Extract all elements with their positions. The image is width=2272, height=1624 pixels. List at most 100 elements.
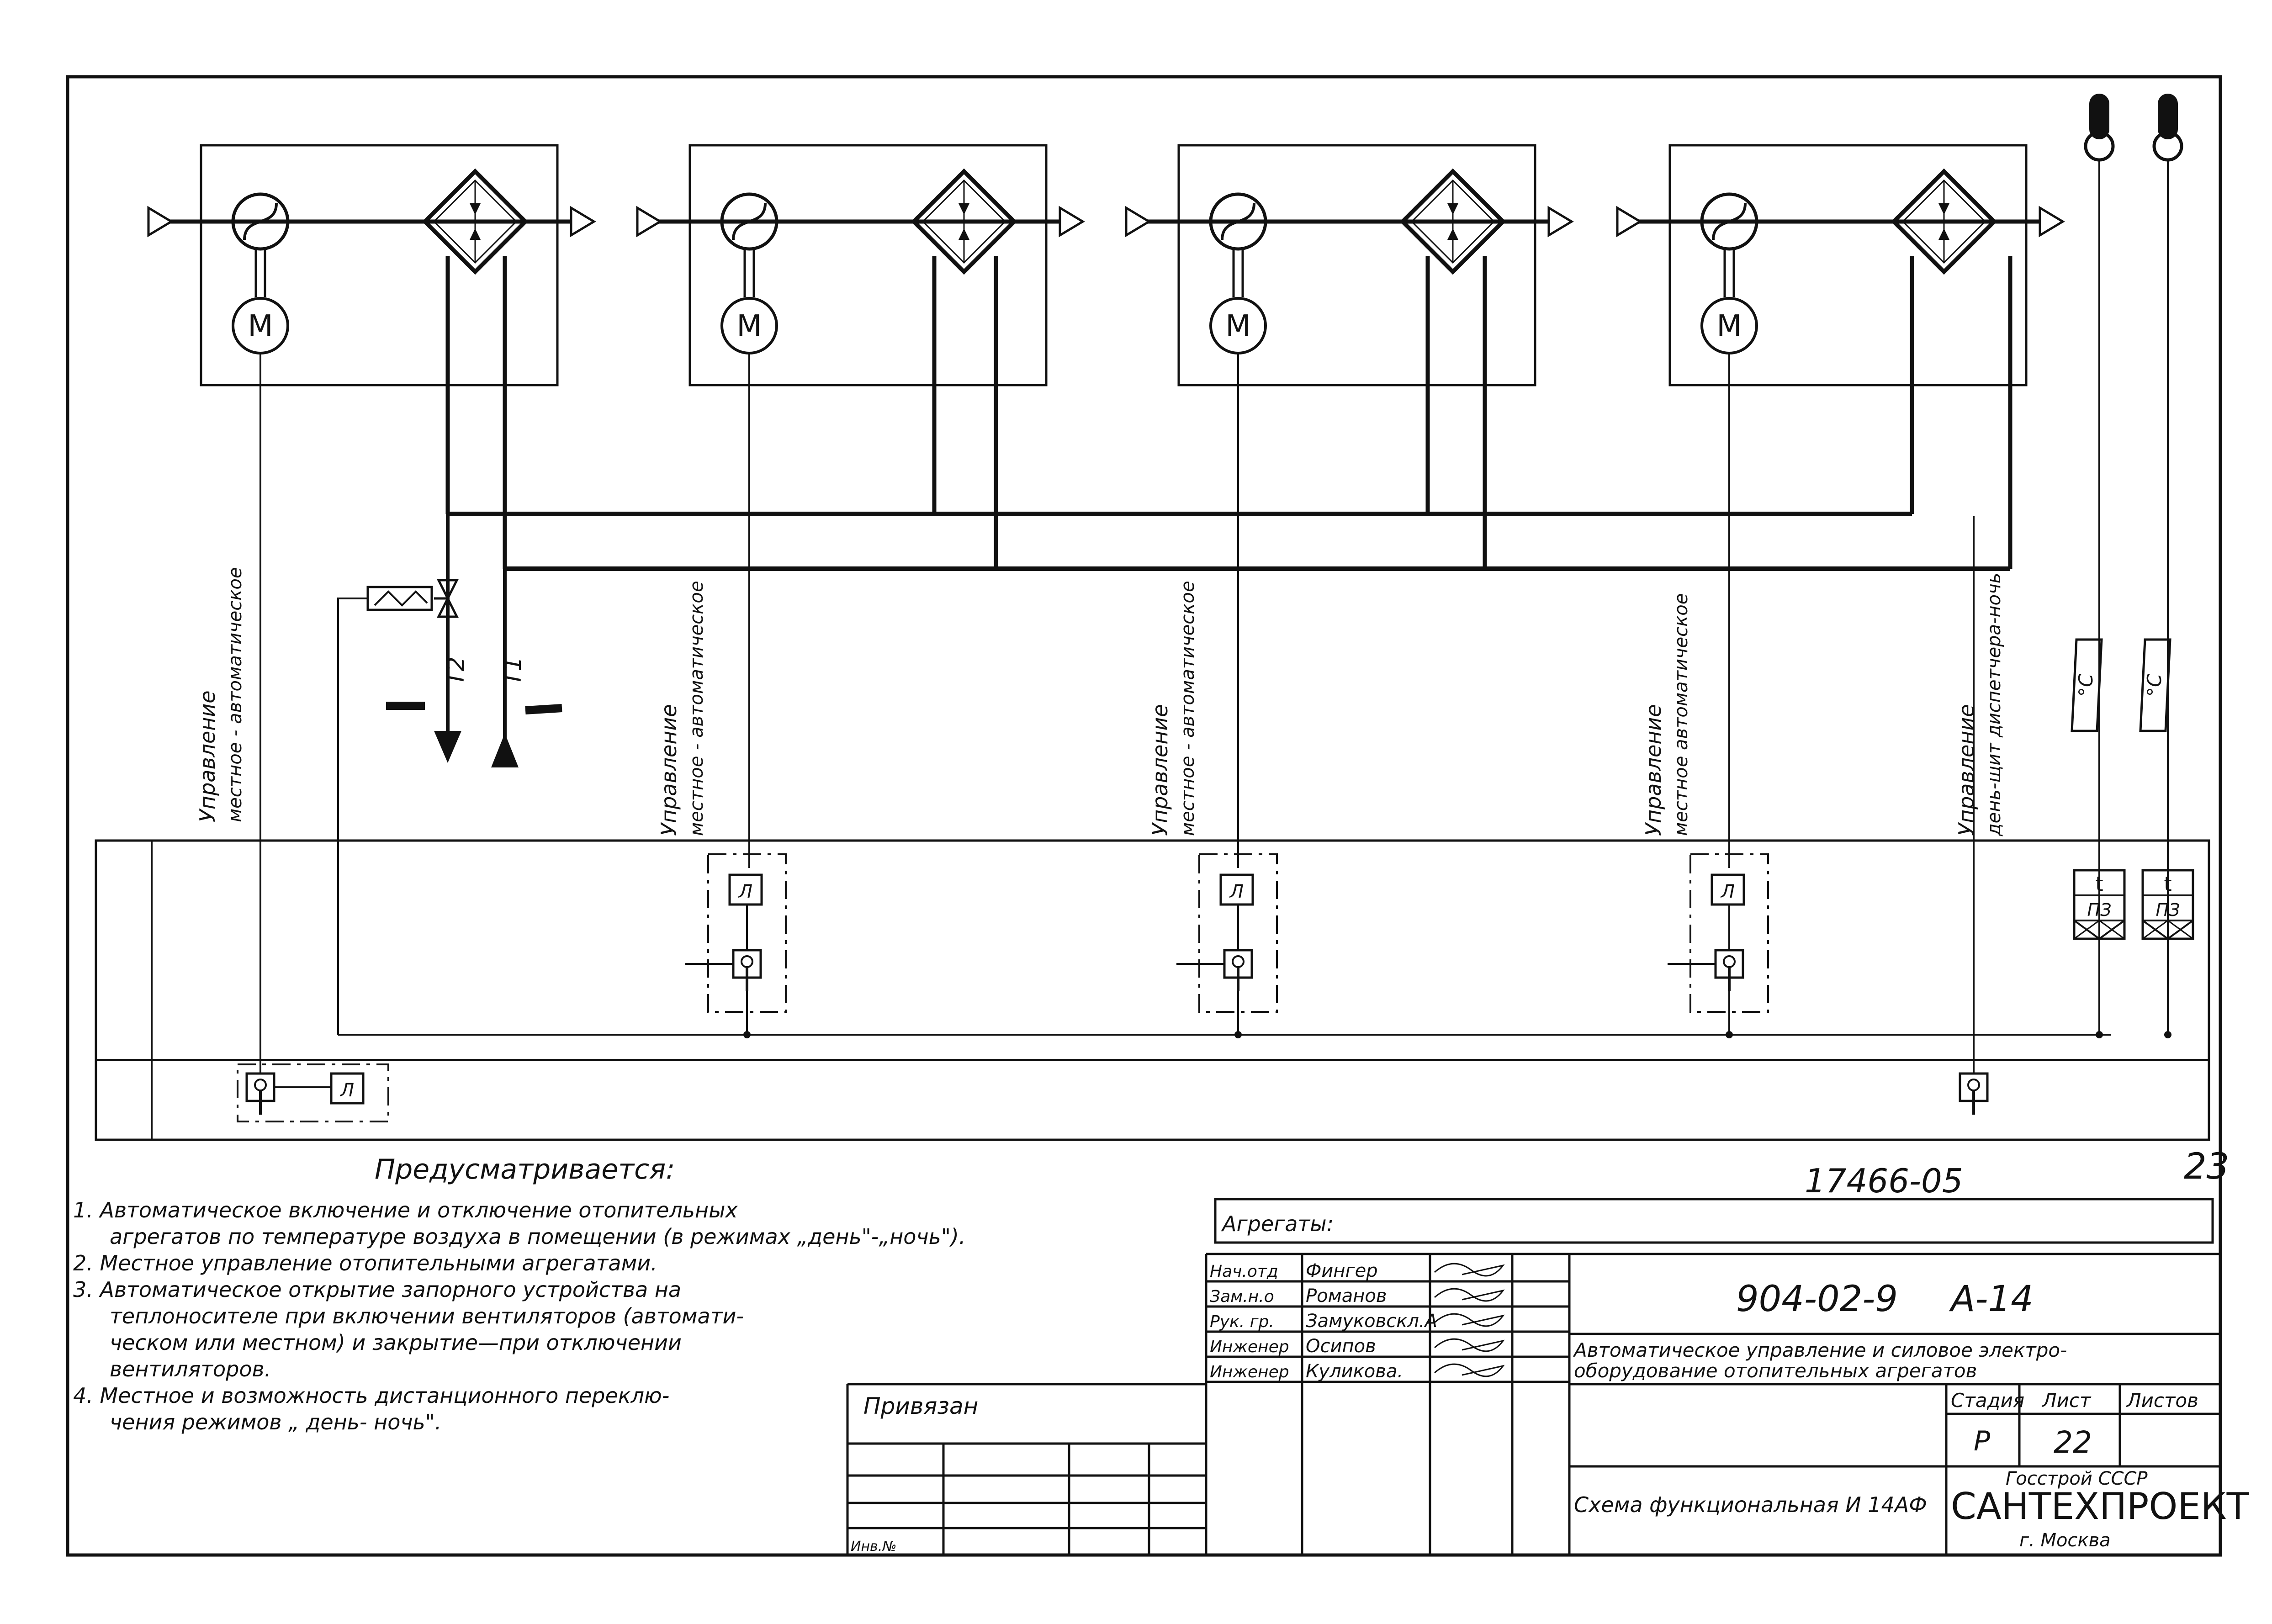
note-line: 3. Автоматическое открытие запорного уст… xyxy=(73,1277,681,1302)
local-control-1: Л xyxy=(237,1063,389,1122)
motor-label: M xyxy=(1716,309,1742,343)
heat-exchanger-icon xyxy=(911,168,1017,275)
control-label-5: Управление день-щит диспетчера-ночь xyxy=(1954,573,2005,836)
svg-text:Управление: Управление xyxy=(1148,704,1172,836)
control-panel xyxy=(95,839,2210,1141)
sensor-unit-label: °C xyxy=(2143,673,2166,697)
svg-text:Управление: Управление xyxy=(657,704,681,836)
stage-value: Р xyxy=(1974,1425,1991,1457)
staff-role: Инженер xyxy=(1210,1363,1289,1381)
staff-role: Рук. гр. xyxy=(1210,1312,1274,1331)
staff-role: Нач.отд xyxy=(1210,1262,1278,1281)
device-top-label: t xyxy=(2164,873,2171,896)
fan-icon xyxy=(1209,192,1267,251)
svg-text:Управление: Управление xyxy=(1641,704,1666,836)
signature-icon xyxy=(1434,1363,1505,1377)
local-controls: Л Л Л Л xyxy=(237,516,1989,1122)
sheet-value: 22 xyxy=(2054,1425,2092,1460)
fan-icon xyxy=(231,192,290,251)
thermometer-icon xyxy=(2158,94,2178,139)
temperature-sensor-2: °C tПЗ xyxy=(2139,94,2194,1038)
device-top-label: t xyxy=(2095,873,2103,896)
staff-name: Осипов xyxy=(1306,1336,1376,1357)
staff-role: Инженер xyxy=(1210,1338,1289,1356)
relay-label: Л xyxy=(1720,881,1735,902)
notes-list: 1. Автоматическое включение и отключение… xyxy=(73,1198,965,1434)
relay-label: Л xyxy=(738,881,752,902)
sheet-frame xyxy=(66,75,2222,1557)
control-label-4: Управление местное автоматическое xyxy=(1641,593,1692,836)
pipe-label-t2: T2 xyxy=(443,657,469,685)
motor-label: M xyxy=(1225,309,1250,343)
aggregates-label: Агрегаты: xyxy=(1221,1211,1334,1236)
bound-label: Привязан xyxy=(863,1393,978,1419)
sheet-number: 23 xyxy=(2184,1146,2229,1187)
staff-name: Замуковскл.А xyxy=(1306,1311,1437,1332)
project-code: 904-02-9 xyxy=(1736,1279,1898,1320)
notes-heading: Предусматривается: xyxy=(375,1153,675,1185)
title-block xyxy=(846,1198,2220,1555)
staff-name: Куликова. xyxy=(1306,1361,1403,1382)
sheet-header: Лист xyxy=(2041,1389,2092,1412)
motor-label: M xyxy=(248,309,273,343)
relay-label: Л xyxy=(1229,881,1244,902)
heat-exchanger-icon xyxy=(1399,168,1506,275)
note-line: чения режимов „ день- ночь". xyxy=(110,1410,441,1434)
local-control-2: Л xyxy=(685,853,787,1038)
inventory-label: Инв.№ xyxy=(851,1539,896,1555)
heating-unit-2: M xyxy=(636,144,1085,868)
heat-exchanger-icon xyxy=(422,168,529,275)
stage-header: Стадия xyxy=(1951,1389,2024,1412)
arrow-up-t1 xyxy=(491,733,519,767)
heating-unit-1: M xyxy=(147,144,596,1074)
local-control-3: Л xyxy=(1176,853,1278,1038)
signature-icon xyxy=(1434,1288,1505,1302)
control-label-1: Управление местное - автоматическое xyxy=(195,567,246,823)
svg-text:день-щит диспетчера-ночь: день-щит диспетчера-ночь xyxy=(1984,573,2005,836)
motor-label: M xyxy=(736,309,762,343)
heat-exchanger-icon xyxy=(1891,168,1997,275)
project-title-line-1: Автоматическое управление и силовое элек… xyxy=(1573,1339,2067,1361)
temperature-sensor-1: °C tПЗ xyxy=(2071,94,2126,1038)
project-title-line-2: оборудование отопительных агрегатов xyxy=(1574,1360,1977,1382)
signature-icon xyxy=(1434,1313,1505,1327)
arrow-down-t2 xyxy=(434,731,461,763)
valve-control-line xyxy=(337,598,368,1035)
note-line: 2. Местное управление отопительными агре… xyxy=(73,1251,657,1275)
pipe-marker-right xyxy=(525,704,562,714)
svg-text:Управление: Управление xyxy=(195,690,220,822)
note-line: вентиляторов. xyxy=(110,1357,271,1381)
svg-text:местное - автоматическое: местное - автоматическое xyxy=(1177,581,1198,836)
org-city: г. Москва xyxy=(2019,1530,2111,1551)
svg-text:местное автоматическое: местное автоматическое xyxy=(1671,593,1692,836)
org-name: САНТЕХПРОЕКТ xyxy=(1951,1485,2250,1528)
sheets-header: Листов xyxy=(2126,1389,2198,1412)
drawing-name: Схема функциональная И 14АФ xyxy=(1574,1492,1927,1517)
note-line: 4. Местное и возможность дистанционного … xyxy=(73,1383,669,1408)
staff-name: Фингер xyxy=(1306,1260,1378,1281)
svg-text:местное - автоматическое: местное - автоматическое xyxy=(686,581,707,836)
temperature-sensors: °C tПЗ °C tПЗ xyxy=(2071,94,2194,1038)
fan-icon xyxy=(1700,192,1758,251)
relay-label: Л xyxy=(339,1080,354,1101)
fan-icon xyxy=(720,192,779,251)
device-bottom-label: ПЗ xyxy=(2156,900,2180,920)
note-line: 1. Автоматическое включение и отключение… xyxy=(73,1198,738,1222)
note-line: ческом или местном) и закрытие—при отклю… xyxy=(110,1330,682,1355)
note-line: агрегатов по температуре воздуха в помещ… xyxy=(110,1224,965,1249)
heating-unit-4: M xyxy=(1616,144,2065,868)
signature-icon xyxy=(1434,1338,1505,1352)
staff-role: Зам.н.о xyxy=(1210,1287,1274,1306)
signature-icon xyxy=(1434,1263,1505,1277)
control-label-2: Управление местное - автоматическое xyxy=(657,581,707,836)
sensor-unit-label: °C xyxy=(2075,673,2097,697)
svg-text:Управление: Управление xyxy=(1954,704,1979,836)
control-label-3: Управление местное - автоматическое xyxy=(1148,581,1198,836)
note-line: теплоносителе при включении вентиляторов… xyxy=(110,1304,744,1328)
day-night-switch xyxy=(1959,516,1989,1115)
device-bottom-label: ПЗ xyxy=(2087,900,2112,920)
svg-text:местное - автоматическое: местное - автоматическое xyxy=(225,567,246,823)
